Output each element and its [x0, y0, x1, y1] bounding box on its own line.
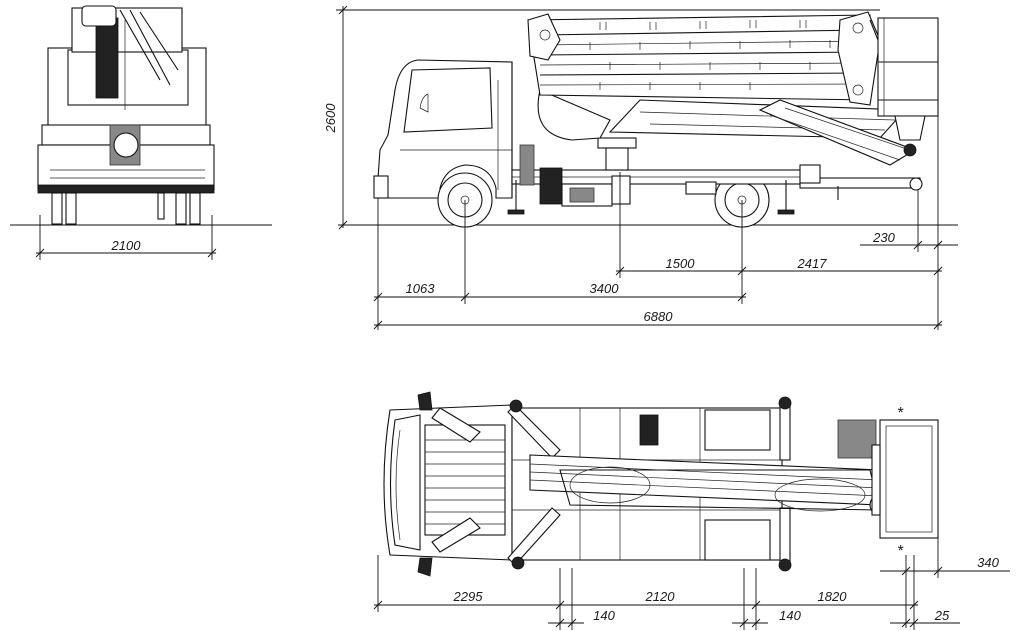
basket-top — [879, 419, 939, 539]
rear-outrigger-to-end-label: 1820 — [818, 589, 848, 604]
outrigger-width-rear-label: 140 — [779, 608, 801, 623]
rear-axle-to-end-label: 2417 — [797, 256, 828, 271]
total-length-label: 6880 — [644, 309, 674, 324]
front-width-label: 2100 — [111, 238, 142, 253]
front-to-outrigger-label: 2295 — [453, 589, 484, 604]
wheelbase-label: 3400 — [590, 281, 620, 296]
upper-boom — [527, 14, 871, 101]
rear-offset-label: 230 — [872, 230, 895, 245]
front-view: 2100 — [10, 5, 272, 260]
platform-to-rear-axle-label: 1500 — [666, 256, 696, 271]
marker-bottom: * — [897, 543, 904, 560]
front-overhang-label: 1063 — [406, 281, 436, 296]
basket — [877, 17, 939, 117]
basket-overhang-label: 340 — [977, 555, 999, 570]
cab-window — [403, 67, 493, 133]
basket-offset-label: 25 — [934, 608, 950, 623]
top-view: * * 340 2295 2120 1820 140 — [373, 391, 1010, 630]
marker-top: * — [897, 405, 904, 422]
outrigger-spacing-label: 2120 — [645, 589, 676, 604]
outrigger-width-front-label: 140 — [593, 608, 615, 623]
side-view: 2600 — [323, 5, 958, 330]
height-label: 2600 — [323, 103, 338, 134]
